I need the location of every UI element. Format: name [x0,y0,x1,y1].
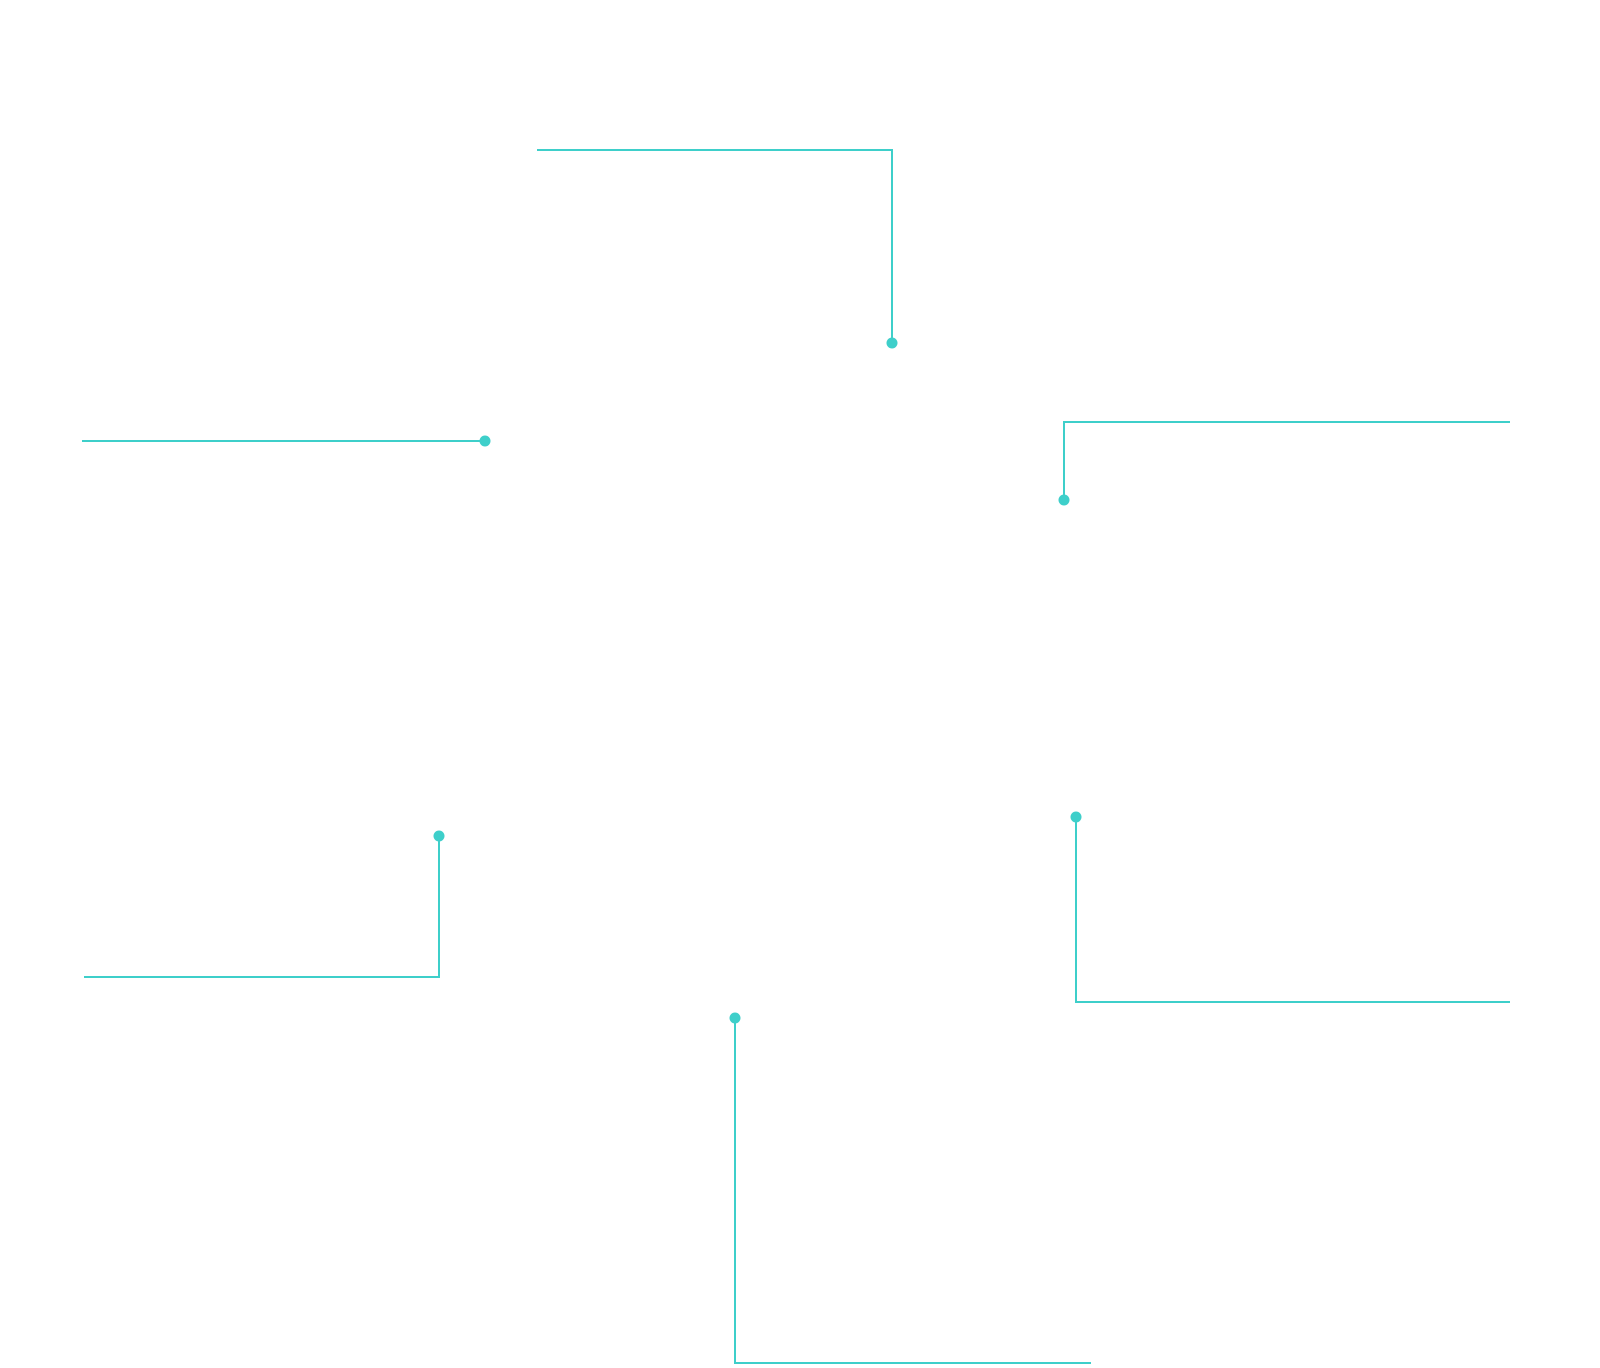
leader-line [1063,421,1510,500]
callout-right-lower [1070,811,1510,1003]
callout-bottom-center [729,1012,1091,1364]
callout-top-center [537,149,898,349]
anchor-dot [433,830,445,842]
anchor-dot [729,1012,741,1024]
leader-line [537,149,893,343]
leader-line [734,1018,1091,1364]
anchor-dot [886,337,898,349]
callout-right-upper [1058,421,1510,506]
leader-line [84,836,440,978]
anchor-dot [479,435,491,447]
anchor-dot [1058,494,1070,506]
leader-line [1075,817,1510,1003]
anchor-dot [1070,811,1082,823]
callout-left-lower [84,830,445,978]
callout-left-upper [82,435,491,447]
